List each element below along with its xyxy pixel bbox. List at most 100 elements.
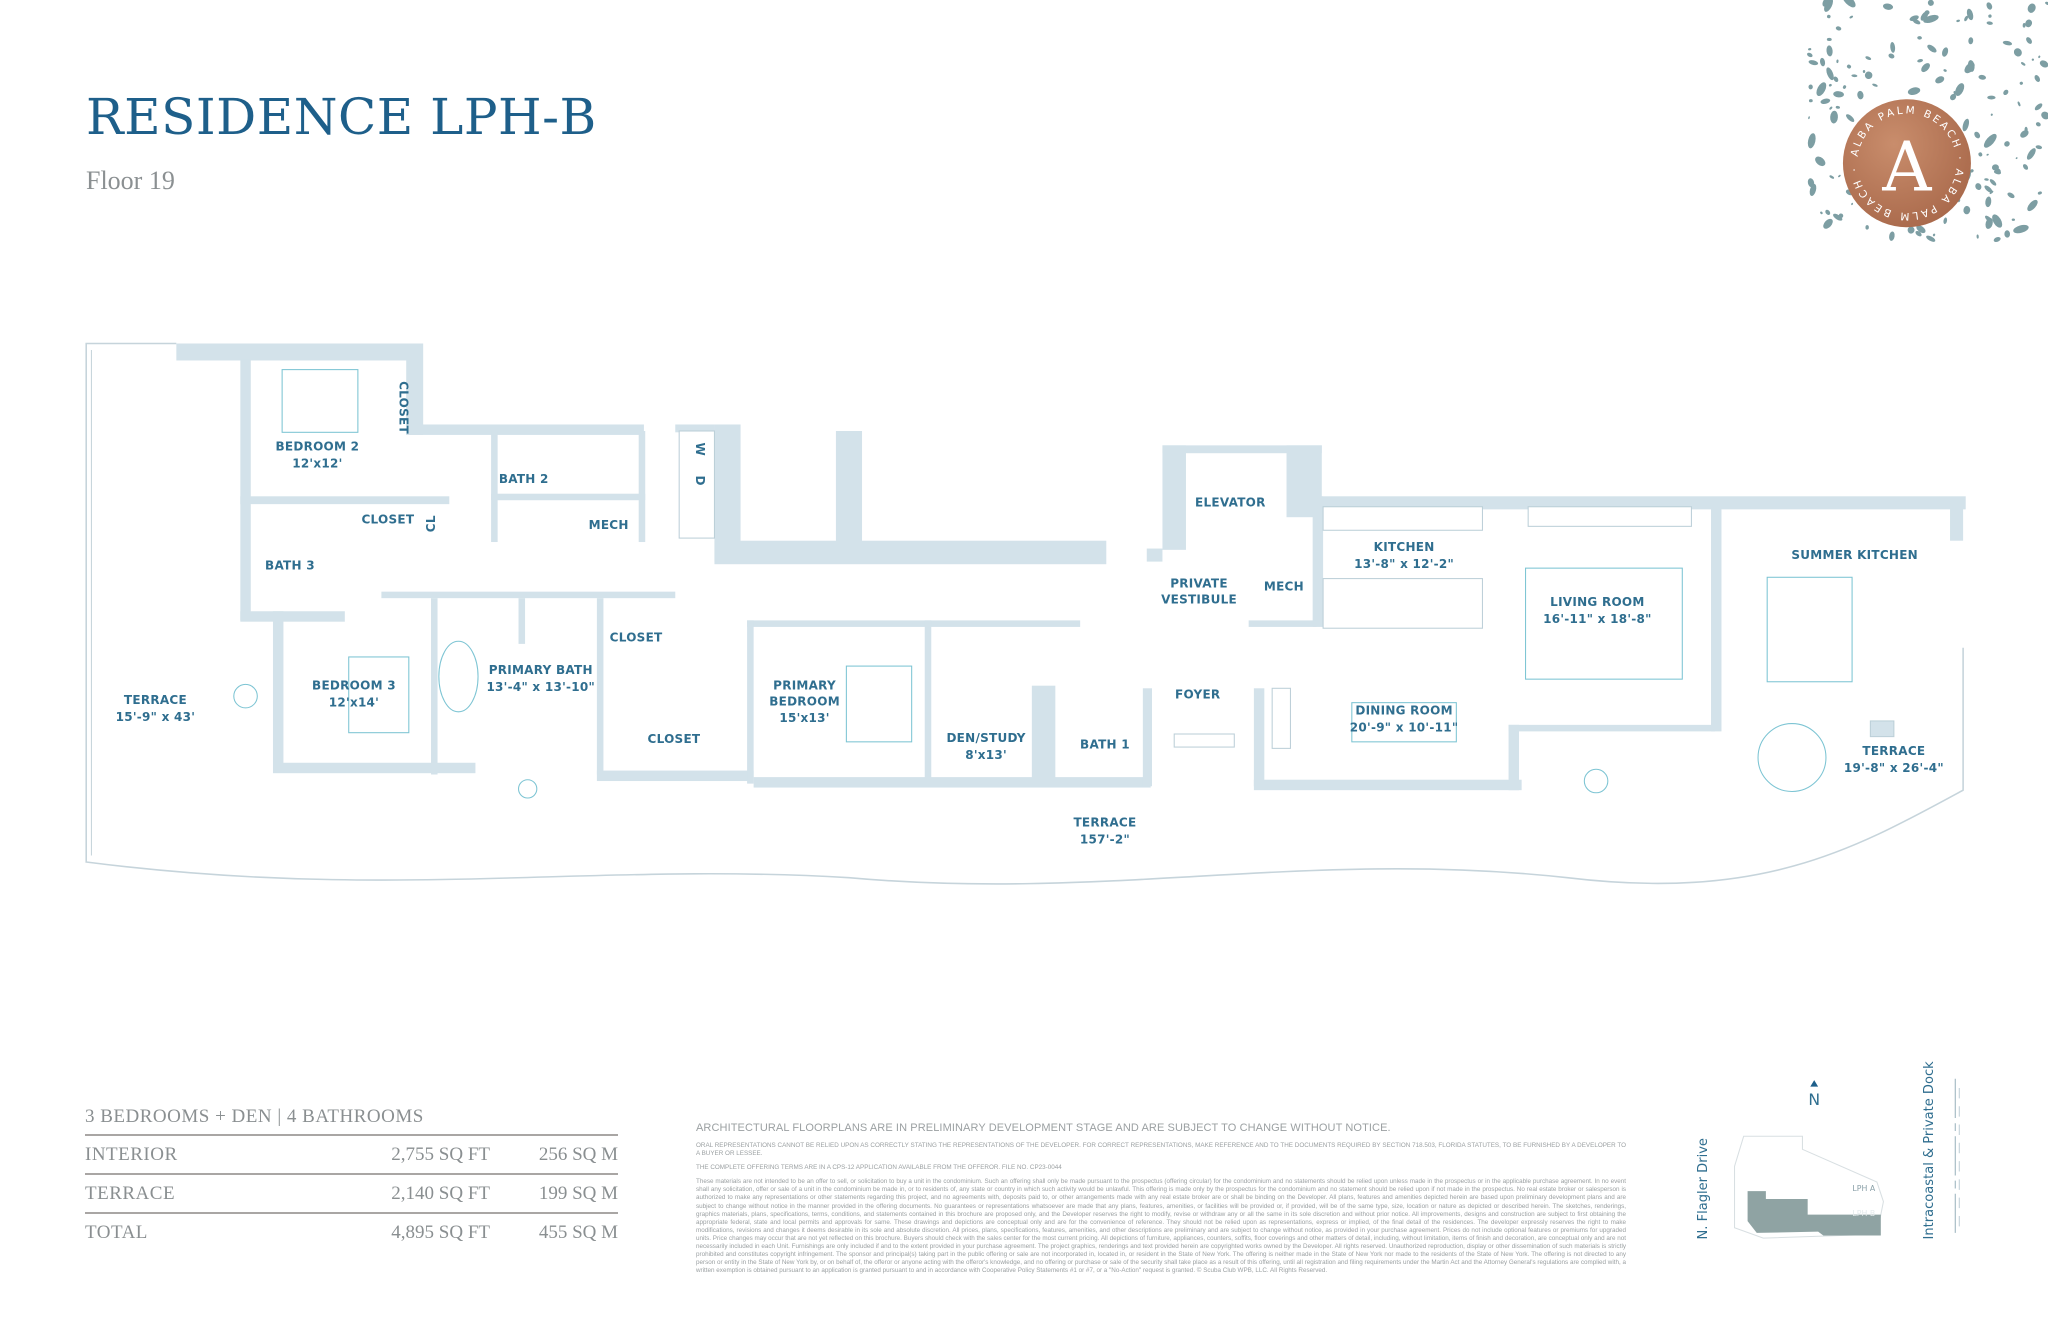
bed-bath-summary: 3 BEDROOMS + DEN | 4 BATHROOMS [85,1106,618,1136]
speckle-dot [2039,60,2048,68]
speckle-dot [1825,209,1831,215]
room-foyer: FOYER [1175,688,1220,702]
room-closet-hall: CLOSET [362,513,415,527]
room-living-size: 16'-11" x 18'-8" [1543,612,1652,626]
speckle-dot [1829,175,1835,179]
room-kitchen-size: 13'-8" x 12'-2" [1354,557,1454,571]
row-sqm: 199 SQ M [538,1182,618,1204]
speckle-dot [1956,19,1960,23]
room-primary-bedroom: PRIMARY [773,679,836,693]
room-living: LIVING ROOM [1550,595,1644,609]
disclaimer-heading: ARCHITECTURAL FLOORPLANS ARE IN PRELIMIN… [696,1122,1391,1134]
disclaimer-offering: THE COMPLETE OFFERING TERMS ARE IN A CPS… [696,1164,1062,1172]
room-terrace-south-size: 157'-2" [1080,833,1130,847]
speckle-dot [1833,91,1844,98]
speckle-dot [1921,63,1930,73]
speckle-dot [2002,40,2013,46]
speckle-dot [2034,75,2041,82]
room-private-vestibule: PRIVATE [1170,577,1228,591]
speckle-dot [2037,191,2042,195]
terrace-outline [85,342,1964,885]
speckle-dot [1935,76,1945,84]
speckle-dot [1993,237,2001,243]
speckle-dot [1865,225,1869,230]
north-label: N [1808,1090,1820,1109]
speckle-dot [2003,89,2009,96]
speckle-dot [1808,116,1810,120]
row-sqft: 2,755 SQ FT [391,1143,490,1165]
room-terrace-east: TERRACE [1862,744,1925,758]
speckle-dot [1992,214,2003,228]
room-terrace-east-size: 19'-8" x 26'-4" [1844,761,1944,775]
row-label: TERRACE [85,1182,176,1204]
speckle-dot [2026,148,2036,160]
room-mech-2: MECH [1264,579,1304,593]
speckle-dot [1822,0,1832,7]
speckle-dot [1851,202,1854,206]
speckle-dot [2024,126,2028,133]
lph-a-label: LPH A [1852,1184,1875,1193]
speckle-dot [1943,69,1947,72]
speckle-dot [1808,60,1819,66]
speckle-dot [1955,83,1965,96]
speckle-dot [2021,62,2026,66]
speckle-dot [2027,199,2038,212]
room-primary-bath: PRIMARY BATH [489,663,593,677]
speckle-dot [1830,110,1838,124]
room-dining-size: 20'-9" x 10'-11" [1350,720,1459,734]
lph-b-highlight [1747,1191,1881,1236]
speckle-dot [1849,15,1854,19]
speckle-dot [1826,67,1834,81]
speckle-dot [1907,226,1915,234]
speckle-dot [1916,225,1926,234]
room-terrace-west-size: 15'-9" x 43' [116,710,196,724]
room-terrace-south: TERRACE [1073,816,1136,830]
speckle-dot [2026,37,2032,44]
speckle-dot [1986,2,1993,10]
speckle-dot [1828,83,1832,87]
room-cl: CL [424,515,438,532]
speckle-dot [1846,64,1852,69]
room-den-study-size: 8'x13' [965,748,1007,762]
page-title: RESIDENCE LPH-B [86,88,597,146]
speckle-dot [1985,215,1993,223]
row-sqft: 4,895 SQ FT [391,1221,490,1243]
speckle-dot [2035,145,2043,150]
speckle-dot [1989,190,1994,194]
speckle-dot [1835,26,1842,31]
row-sqm: 455 SQ M [538,1221,618,1243]
floor-label: Floor 19 [86,166,175,195]
speckle-dot [1808,84,1813,90]
room-private-vestibule-line2: VESTIBULE [1161,592,1237,606]
speckle-dot [1974,131,1981,139]
speckle-dot [1838,174,1841,178]
speckle-dot [2034,103,2043,111]
speckle-dot [1826,14,1831,19]
speckle-dot [2019,81,2023,85]
key-plan: N LPH A LPH B N. Flagler Drive Intracoas… [1696,1061,1960,1239]
speckle-dot [2035,122,2041,127]
room-dryer: D [693,476,707,486]
speckle-dot [1985,196,1992,208]
speckle-dot [1988,14,1992,18]
speckle-dot [1851,74,1858,78]
room-primary-bedroom-size: 15'x13' [779,711,829,725]
speckle-dot [2022,164,2029,170]
room-bath-1: BATH 1 [1080,737,1130,751]
room-den-study: DEN/STUDY [946,731,1025,745]
speckle-dot [1838,213,1844,219]
speckle-dot [2004,230,2011,238]
speckle-dot [1920,11,1929,21]
speckle-dot [1968,37,1974,45]
speckle-dot [1820,57,1826,67]
speckle-dot [1986,153,1989,156]
speckle-dot [1927,44,1937,53]
area-summary: 3 BEDROOMS + DEN | 4 BATHROOMS INTERIOR … [85,1106,618,1251]
speckle-dot [1991,164,1999,171]
walls [176,343,1966,791]
speckle-dot [1820,211,1823,215]
speckle-dot [2020,130,2029,138]
speckle-dot [1810,188,1815,195]
room-bedroom-3-size: 12'x14' [329,696,379,710]
speckle-dot [1862,70,1866,74]
